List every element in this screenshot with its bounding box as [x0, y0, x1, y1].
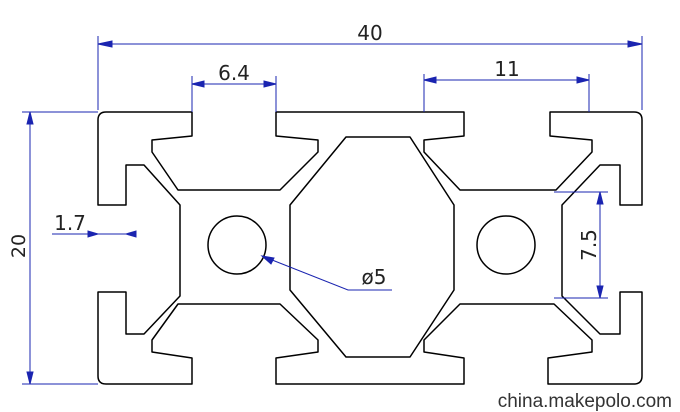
width-arrow-right: [627, 40, 643, 48]
center-octagon: [289, 136, 455, 358]
bore-diameter-label: ø5: [362, 265, 387, 289]
watermark-text: china.makepolo.com: [498, 391, 672, 412]
slot-width-arrow-right: [576, 76, 590, 84]
wall-arrow-left: [87, 230, 100, 238]
slot-opening-arrow-right: [263, 80, 277, 88]
dimension-labels: 40 6.4 11 20 1.7 7.5 ø5: [8, 21, 601, 289]
left-bore: [207, 215, 267, 275]
wall-thickness-label: 1.7: [54, 211, 86, 235]
profile-outline: [97, 111, 643, 385]
bore-leader-line: [261, 255, 392, 291]
wall-arrow-right: [124, 230, 137, 238]
slot-depth-label: 7.5: [577, 229, 601, 261]
width-arrow-left: [97, 40, 113, 48]
slot-width-arrow-left: [423, 76, 437, 84]
height-arrow-top: [26, 111, 34, 125]
slot-width-label: 11: [494, 57, 519, 81]
overall-width-label: 40: [357, 21, 382, 45]
outer-contour: [97, 111, 643, 385]
right-bore: [476, 215, 536, 275]
depth-arrow-bottom: [596, 285, 604, 299]
height-arrow-bottom: [26, 371, 34, 385]
dimension-lines: [22, 36, 643, 385]
overall-height-label: 20: [8, 234, 30, 258]
slot-opening-label: 6.4: [218, 61, 250, 85]
depth-arrow-top: [596, 191, 604, 205]
bore-leader-arrow: [260, 255, 275, 265]
slot-opening-arrow-left: [191, 80, 205, 88]
